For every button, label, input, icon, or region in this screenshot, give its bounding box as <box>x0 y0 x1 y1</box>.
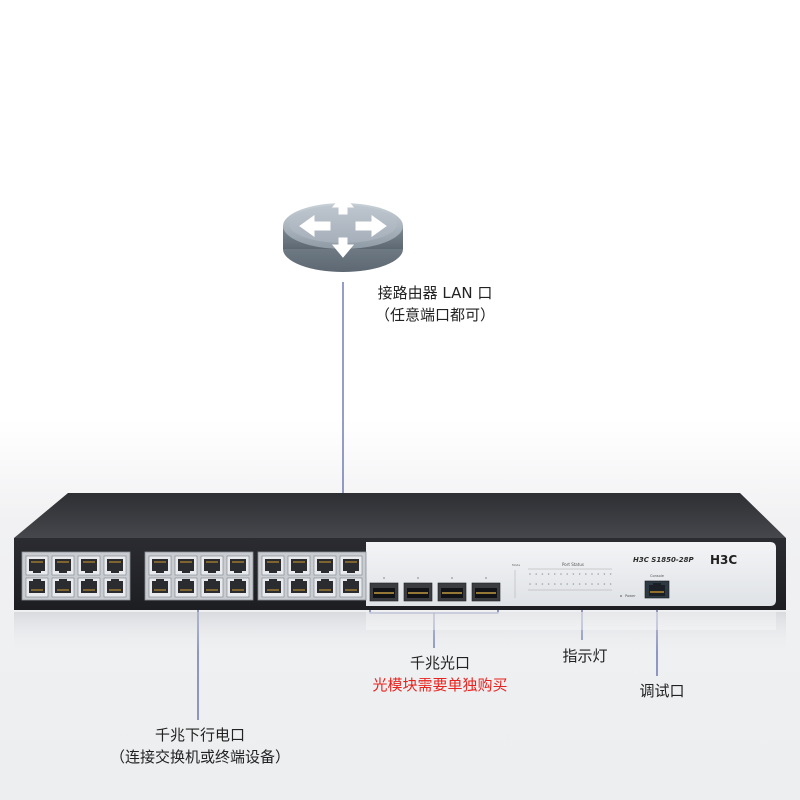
rj45-port <box>261 555 285 576</box>
status-led <box>603 583 606 585</box>
rj45-port <box>287 555 311 576</box>
router-label-line1: 接路由器 LAN 口 <box>377 284 493 302</box>
rj45-port <box>25 555 49 576</box>
status-led <box>541 573 544 575</box>
rj45-port <box>25 577 49 598</box>
rj45-port-blocks <box>21 551 367 601</box>
status-led <box>547 573 550 575</box>
power-led <box>620 595 622 597</box>
rj45-port <box>174 577 198 598</box>
rj45-port <box>226 577 250 598</box>
rj45-port <box>339 555 363 576</box>
sfp-port <box>403 577 433 602</box>
rj45-port <box>200 577 224 598</box>
status-led <box>566 583 568 585</box>
indicator-callout: 指示灯 <box>562 647 608 665</box>
rj45-port <box>103 555 127 576</box>
rj45-port <box>51 577 75 598</box>
status-led <box>535 583 537 585</box>
rj45-port <box>148 577 172 598</box>
status-led <box>535 573 537 575</box>
rj45-port <box>287 577 311 598</box>
status-led <box>578 573 581 575</box>
switch-device <box>14 493 786 652</box>
sfp-callout-line1: 千兆光口 <box>409 654 470 672</box>
rj45-port <box>261 577 285 598</box>
status-led <box>529 573 531 575</box>
status-led <box>572 573 575 575</box>
status-led <box>529 583 531 585</box>
indicator-panel: Mode Port Status Power <box>512 562 636 598</box>
svg-text:Mode: Mode <box>512 563 520 567</box>
status-leds <box>529 573 612 585</box>
rj45-port <box>226 555 250 576</box>
status-led <box>541 583 544 585</box>
status-led <box>585 573 587 575</box>
rj45-port <box>313 555 337 576</box>
status-led <box>578 583 581 585</box>
rj45-port <box>174 555 198 576</box>
rj45-port <box>103 577 127 598</box>
status-led <box>554 583 556 585</box>
sfp-callout: 千兆光口 光模块需要单独购买 <box>340 652 540 696</box>
console-callout: 调试口 <box>639 682 685 700</box>
status-led <box>597 573 599 575</box>
console-port: Console <box>644 574 670 599</box>
status-led <box>560 583 562 585</box>
status-led <box>554 573 556 575</box>
status-led <box>560 573 562 575</box>
rj45-port <box>200 555 224 576</box>
router-icon <box>283 194 403 272</box>
status-led <box>609 573 612 575</box>
console-label: Console <box>650 574 664 578</box>
rj45-port <box>148 555 172 576</box>
status-led <box>572 583 575 585</box>
status-led <box>566 573 568 575</box>
status-led <box>547 583 550 585</box>
router-label-line2: （任意端口都可） <box>374 306 495 324</box>
status-led <box>591 583 593 585</box>
status-led <box>609 583 612 585</box>
status-led <box>603 573 606 575</box>
rj45-port <box>313 577 337 598</box>
sfp-port <box>437 577 467 602</box>
brand-logo: H3C <box>710 553 737 567</box>
port-status-label: Port Status <box>562 562 584 567</box>
power-label: Power <box>625 594 636 598</box>
rj45-port <box>51 555 75 576</box>
status-led <box>591 573 593 575</box>
copper-callout-line2: （连接交换机或终端设备） <box>109 748 290 766</box>
rj45-port <box>77 555 101 576</box>
status-led <box>597 583 599 585</box>
sfp-port <box>471 577 501 602</box>
sfp-port <box>369 577 399 602</box>
status-led <box>585 583 587 585</box>
router-label: 接路由器 LAN 口 （任意端口都可） <box>355 282 515 326</box>
rj45-port <box>339 577 363 598</box>
copper-callout-line1: 千兆下行电口 <box>154 726 245 744</box>
sfp-ports <box>369 577 501 602</box>
sfp-callout-line2: 光模块需要单独购买 <box>372 676 508 694</box>
model-label: H3C S1850-28P <box>633 556 694 564</box>
rj45-port <box>77 577 101 598</box>
copper-callout: 千兆下行电口 （连接交换机或终端设备） <box>80 724 320 768</box>
